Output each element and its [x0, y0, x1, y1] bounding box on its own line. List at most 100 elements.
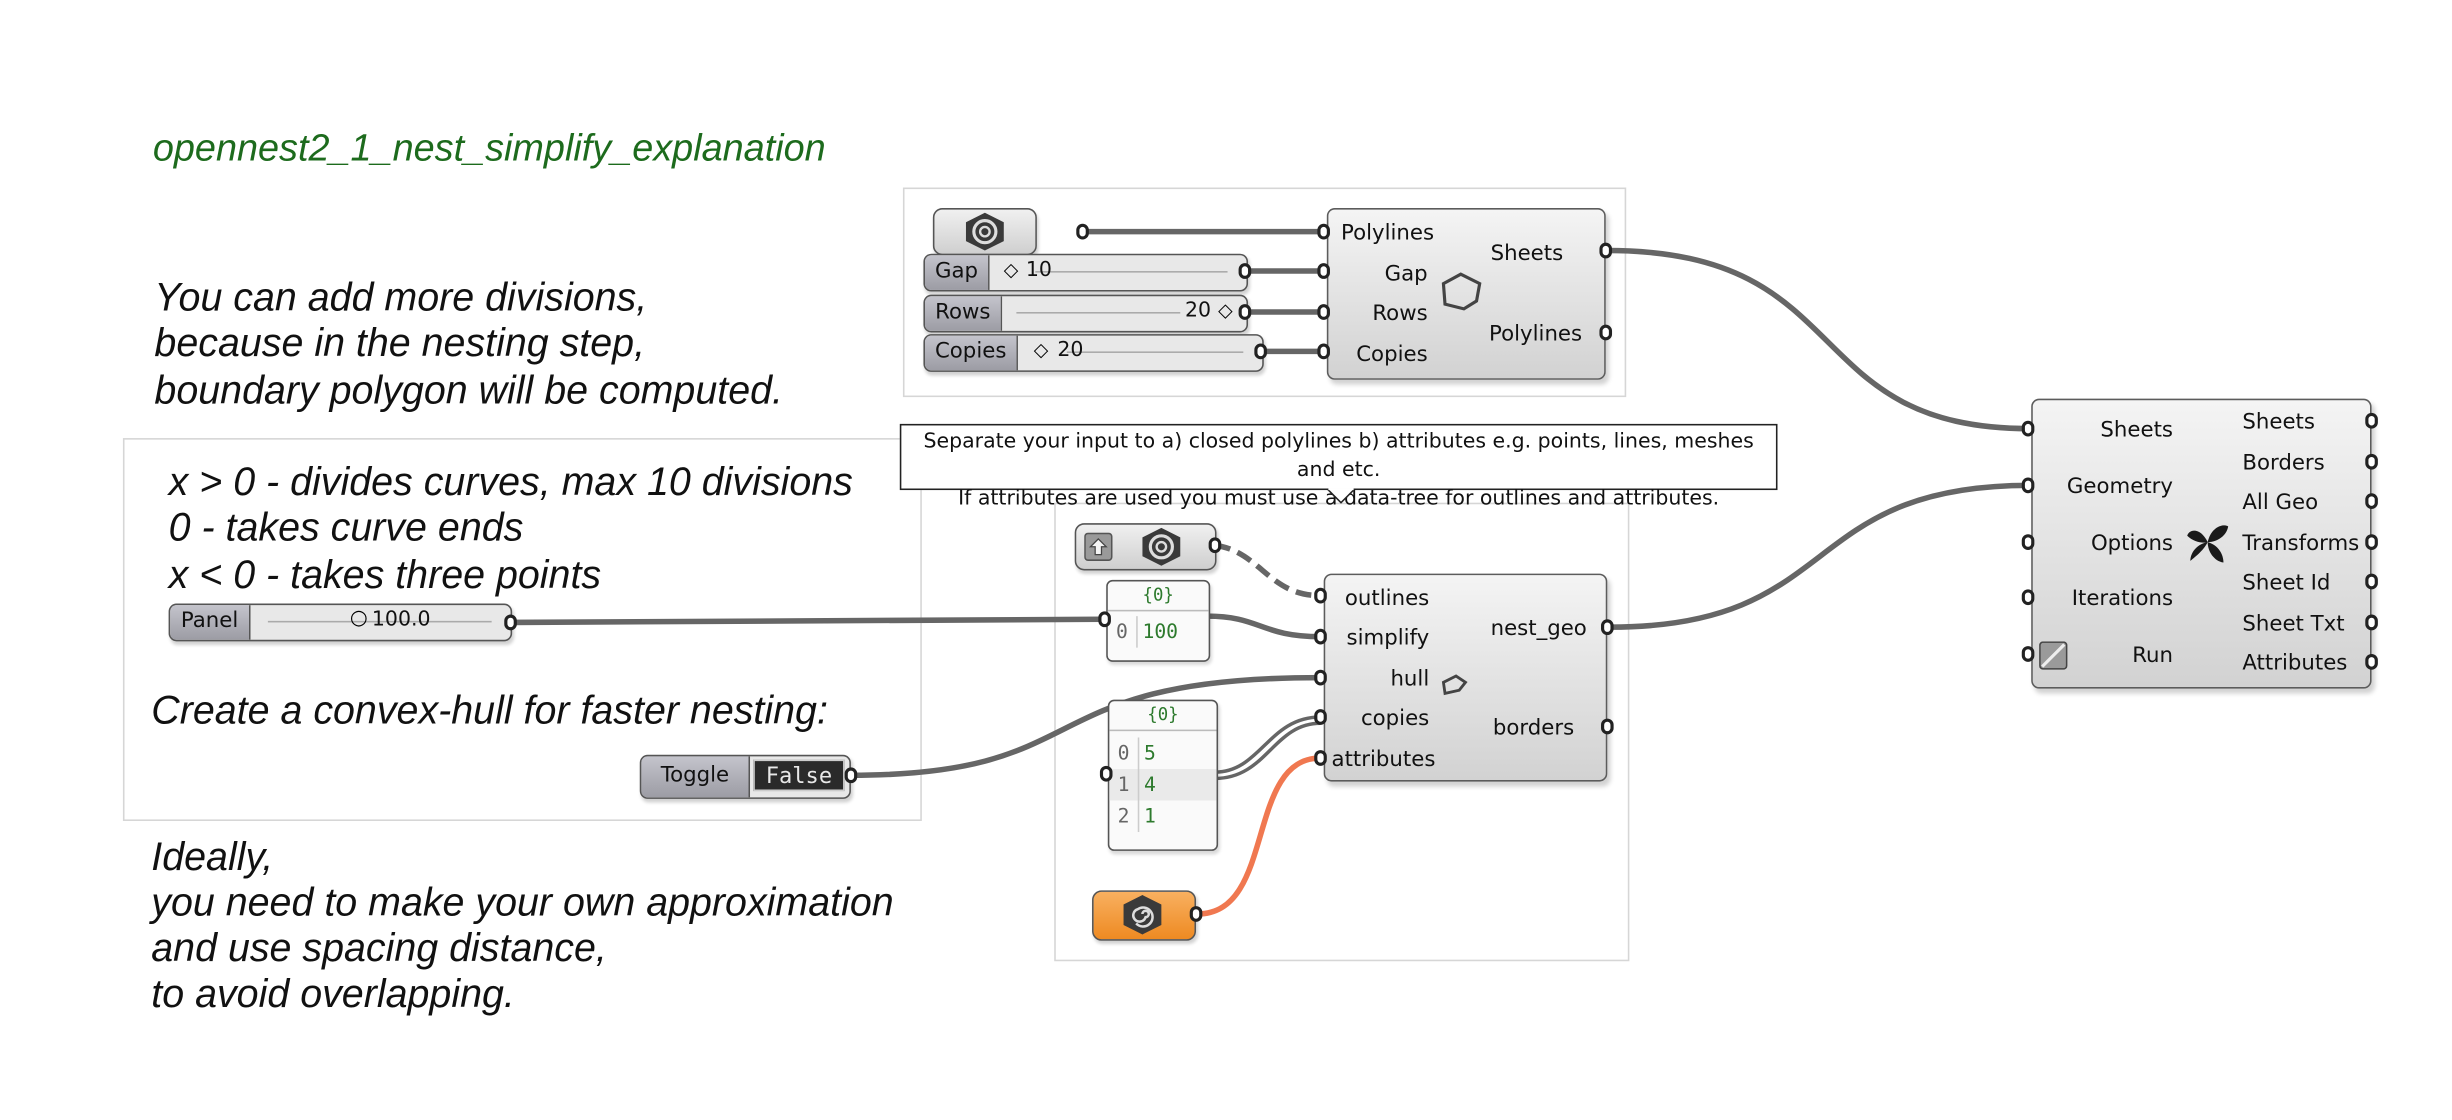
nest-output-all-geo: All Geo: [2242, 490, 2319, 516]
rows-slider-handle[interactable]: ◇: [1218, 299, 1233, 322]
wire-attributes[interactable]: [1197, 755, 1321, 917]
panel-slider-output-port[interactable]: [504, 614, 517, 631]
nest-port-out-sheets[interactable]: [2365, 412, 2378, 429]
panel-row-value: 1: [1144, 803, 1156, 828]
gap-slider-value: 10: [1025, 258, 1052, 283]
nest-port-out-sheet-txt[interactable]: [2365, 614, 2378, 631]
copies-slider-track: [1066, 351, 1244, 353]
gap-slider[interactable]: Gap 10 ◇: [923, 253, 1249, 292]
group-sheets[interactable]: [902, 187, 1627, 398]
simplify-port-in-simplify[interactable]: [1314, 628, 1327, 645]
rows-slider[interactable]: Rows 20 ◇: [923, 294, 1249, 333]
panel-row-value: 5: [1144, 740, 1156, 765]
gap-slider-label: Gap: [924, 255, 990, 290]
simplify-input-copies: copies: [1360, 705, 1430, 732]
closed-curve-icon: [1441, 674, 1468, 696]
copies-slider-output-port[interactable]: [1254, 343, 1267, 360]
panel-row: 2 1: [1109, 800, 1216, 833]
tooltip-pointer: [1326, 488, 1356, 504]
panel-slider-value: 100.0: [371, 608, 431, 632]
geometry-param-output-port[interactable]: [1076, 223, 1089, 240]
copies-panel-input-port[interactable]: [1099, 765, 1113, 782]
hull-toggle-value[interactable]: False: [753, 759, 845, 792]
nest-port-in-options[interactable]: [2021, 534, 2035, 550]
geometry-param-icon: [1142, 527, 1181, 566]
outlines-param[interactable]: [1074, 523, 1217, 571]
simplify-port-in-outlines[interactable]: [1314, 587, 1327, 604]
gap-slider-output-port[interactable]: [1238, 263, 1252, 279]
nest-port-out-all-geo[interactable]: [2365, 493, 2378, 509]
panel-row: 0 5: [1109, 737, 1216, 769]
simplify-port-out-nest-geo[interactable]: [1601, 619, 1614, 636]
simplify-value-panel[interactable]: {0} 0 100: [1106, 579, 1211, 662]
nest-port-out-attributes[interactable]: [2365, 653, 2378, 670]
nest-output-borders: Borders: [2242, 450, 2325, 476]
geometry-param[interactable]: [932, 208, 1037, 256]
closed-curve-icon: [1441, 272, 1482, 311]
panel-slider-handle[interactable]: ○: [349, 606, 368, 631]
note-divisions-3: boundary polygon will be computed.: [154, 368, 783, 413]
gap-slider-handle[interactable]: ◇: [1003, 258, 1019, 281]
wire-panel-to-simplify-panel[interactable]: [512, 616, 1104, 626]
nest-input-geometry: Geometry: [2066, 474, 2174, 500]
panel-slider[interactable]: Panel ○ 100.0: [168, 603, 513, 642]
sheets-port-in-gap[interactable]: [1317, 263, 1330, 279]
copies-value-panel[interactable]: {0} 0 5 1 4 2 1: [1107, 699, 1219, 851]
simplify-input-outlines: outlines: [1344, 586, 1430, 612]
simplify-port-in-copies[interactable]: [1314, 709, 1327, 725]
panel-row-index: 0: [1108, 616, 1138, 648]
simplify-input-simplify: simplify: [1346, 625, 1430, 651]
note-ideally-3: and use spacing distance,: [151, 926, 607, 971]
rows-slider-output-port[interactable]: [1238, 304, 1252, 320]
button-checkbox-icon[interactable]: [2039, 641, 2068, 670]
simplify-port-out-borders[interactable]: [1601, 718, 1614, 735]
sheets-port-in-polylines[interactable]: [1317, 223, 1330, 240]
hull-toggle[interactable]: Toggle False: [639, 754, 851, 799]
group-simplify-notes[interactable]: [122, 438, 922, 821]
wire-copies-panel-to-copies-a[interactable]: [1214, 715, 1321, 774]
wire-outlines-dashed[interactable]: [1214, 542, 1321, 599]
sheets-component[interactable]: Polylines Gap Rows Copies Sheets Polylin…: [1326, 208, 1606, 380]
simplify-tooltip: Separate your input to a) closed polylin…: [899, 423, 1778, 511]
panel-row-value: 100: [1142, 619, 1179, 643]
panel-row-index: 1: [1109, 768, 1140, 801]
copies-slider[interactable]: Copies 20 ◇: [923, 334, 1264, 372]
outlines-param-output-port[interactable]: [1208, 537, 1222, 554]
sheets-port-out-sheets[interactable]: [1599, 242, 1613, 259]
rows-slider-value: 20: [1185, 299, 1212, 324]
nest-port-in-iterations[interactable]: [2021, 589, 2035, 606]
sheets-port-out-polylines[interactable]: [1599, 324, 1613, 341]
wire-toggle-to-hull[interactable]: [850, 674, 1321, 779]
simplify-output-nest-geo: nest_geo: [1490, 616, 1587, 642]
nest-port-out-sheet-id[interactable]: [2365, 573, 2378, 590]
nest-component[interactable]: Sheets Geometry Options Iterations Run S…: [2031, 398, 2372, 689]
nest-port-out-borders[interactable]: [2365, 453, 2378, 470]
wire-copies-panel-to-copies-b[interactable]: [1214, 721, 1321, 781]
wire-simplify-panel-to-simplify[interactable]: [1207, 613, 1321, 640]
attributes-param[interactable]: [1092, 890, 1197, 941]
simplify-input-hull: hull: [1390, 666, 1430, 692]
nest-port-out-transforms[interactable]: [2365, 534, 2378, 550]
wire-sheets-to-nest[interactable]: [1607, 247, 2030, 432]
nest-port-in-geometry[interactable]: [2021, 477, 2035, 494]
copies-slider-handle[interactable]: ◇: [1033, 338, 1049, 361]
simplify-panel-input-port[interactable]: [1098, 611, 1111, 628]
attributes-param-output-port[interactable]: [1189, 906, 1203, 922]
note-ideally-2: you need to make your own approximation: [151, 880, 894, 925]
nest-input-sheets: Sheets: [2100, 417, 2174, 443]
hull-toggle-output-port[interactable]: [844, 767, 858, 784]
sheets-output-polylines: Polylines: [1489, 321, 1583, 347]
nest-port-in-sheets[interactable]: [2021, 420, 2035, 437]
sheets-port-in-rows[interactable]: [1317, 304, 1330, 320]
simplify-component[interactable]: outlines simplify hull copies attributes…: [1323, 573, 1608, 782]
wire-nestgeo-to-geometry[interactable]: [1610, 482, 2030, 630]
simplify-port-in-hull[interactable]: [1314, 669, 1327, 686]
rows-slider-track: [1016, 312, 1181, 314]
sheets-input-polylines: Polylines: [1341, 220, 1435, 246]
nest-port-in-run[interactable]: [2021, 646, 2035, 662]
nest-leaf-icon: [2187, 525, 2229, 563]
simplify-port-in-attributes[interactable]: [1314, 750, 1327, 766]
sheets-port-in-copies[interactable]: [1317, 343, 1330, 360]
